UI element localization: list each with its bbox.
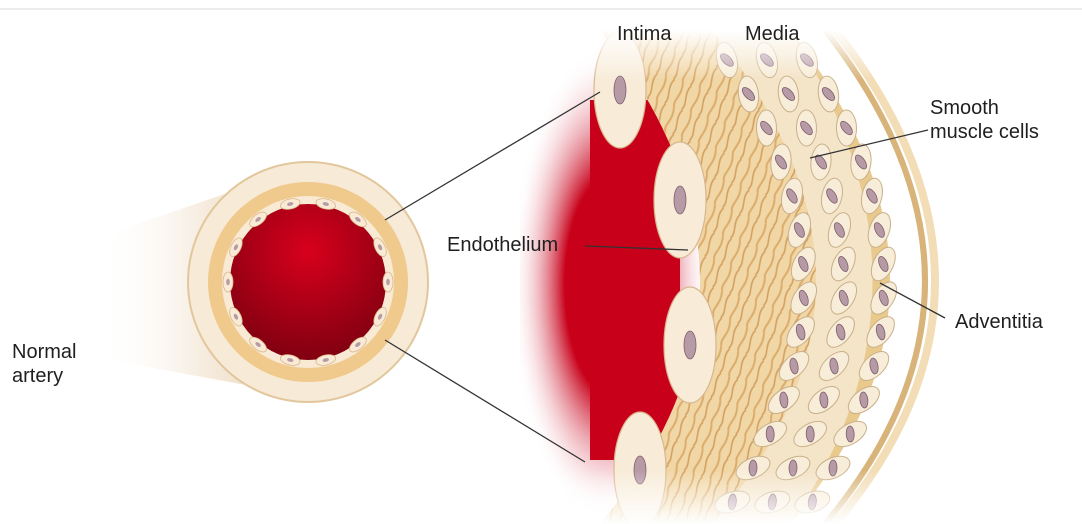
cell-nucleus: [806, 426, 815, 442]
cell-nucleus: [846, 426, 855, 442]
cell-nucleus: [684, 331, 696, 359]
cell-nucleus: [614, 76, 626, 104]
endothelium-label: Endothelium: [447, 233, 558, 257]
cell-nucleus: [386, 279, 390, 285]
cell-nucleus: [674, 186, 686, 214]
intima-label: Intima: [617, 22, 671, 46]
artery-cross-section: [188, 162, 428, 402]
cell-nucleus: [766, 426, 775, 442]
cell-nucleus: [226, 279, 230, 285]
magnified-wall: [510, 30, 940, 524]
normal-artery-label: Normal artery: [12, 340, 162, 388]
media-label: Media: [745, 22, 799, 46]
smooth-muscle-cells-label: Smooth muscle cells: [930, 96, 1080, 144]
adventitia-label: Adventitia: [955, 310, 1043, 334]
